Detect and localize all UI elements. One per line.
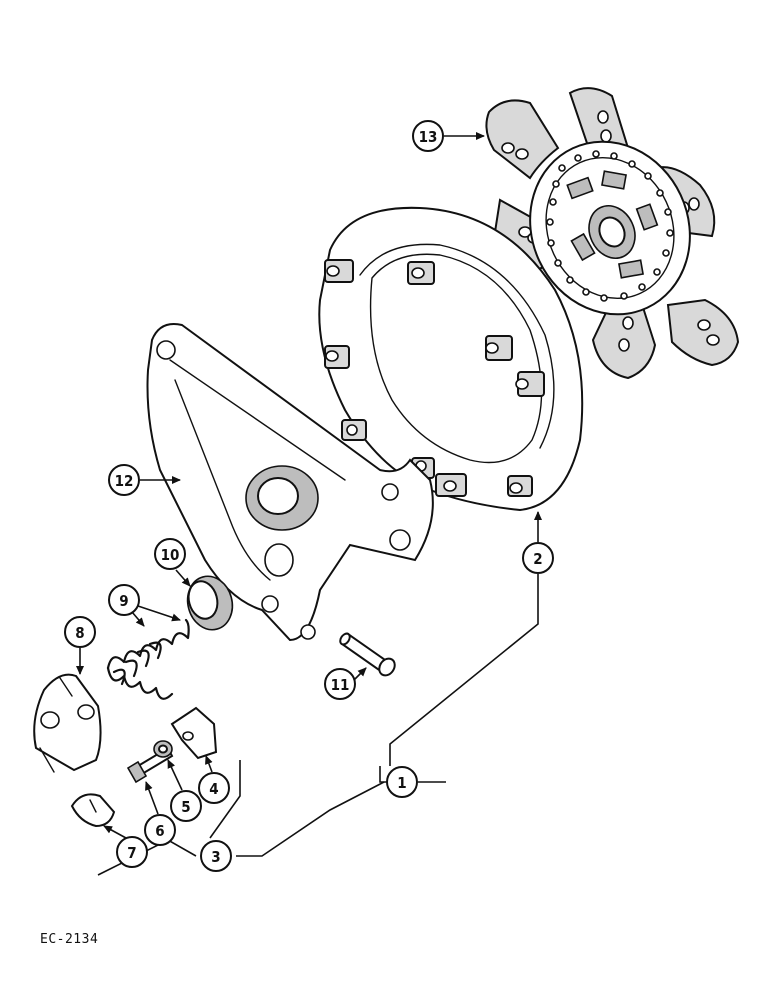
reference-code: EC-2134 <box>40 932 99 947</box>
callout-7: 7 <box>116 836 148 868</box>
bracket-part <box>170 706 218 760</box>
svg-text:7: 7 <box>127 844 136 862</box>
svg-text:8: 8 <box>75 624 84 642</box>
svg-text:1: 1 <box>397 774 406 792</box>
svg-text:4: 4 <box>209 780 218 798</box>
callout-6: 6 <box>144 814 176 846</box>
svg-text:5: 5 <box>181 798 190 816</box>
clip-part <box>33 673 102 773</box>
svg-text:2: 2 <box>533 550 542 568</box>
svg-text:6: 6 <box>155 822 164 840</box>
svg-text:11: 11 <box>331 676 350 694</box>
nut-part <box>153 740 173 758</box>
callout-11: 11 <box>324 668 356 700</box>
callout-1: 1 <box>386 766 418 798</box>
damper-springs <box>566 170 659 279</box>
callout-8: 8 <box>64 616 96 648</box>
callout-4: 4 <box>198 772 230 804</box>
callout-3: 3 <box>200 840 232 872</box>
release-lever-part <box>146 323 434 642</box>
pressure-plate-part <box>318 206 584 512</box>
callout-9: 9 <box>108 584 140 616</box>
bolt-bosses <box>324 259 545 497</box>
small-clip-part <box>70 793 116 828</box>
callout-10: 10 <box>154 538 186 570</box>
pin-part <box>339 632 396 677</box>
svg-text:10: 10 <box>161 546 180 564</box>
svg-text:3: 3 <box>211 848 220 866</box>
callout-12: 12 <box>108 464 140 496</box>
svg-text:12: 12 <box>115 472 134 490</box>
callout-5: 5 <box>170 790 202 822</box>
bushing-part <box>186 575 234 631</box>
callout-13: 13 <box>412 120 444 152</box>
svg-text:9: 9 <box>119 592 128 610</box>
svg-text:13: 13 <box>419 128 438 146</box>
hub-rivets <box>546 150 674 302</box>
spring-part <box>106 618 190 700</box>
callout-2: 2 <box>522 542 554 574</box>
leader-lines <box>76 132 542 876</box>
